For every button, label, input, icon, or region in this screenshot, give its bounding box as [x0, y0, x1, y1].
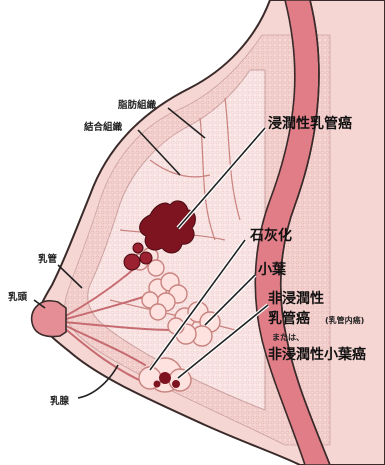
- label-non-invasive-line2: 乳管癌: [268, 310, 310, 327]
- label-non-invasive-note: (乳管内癌): [325, 315, 364, 325]
- label-mammary-gland: 乳腺: [50, 395, 70, 407]
- label-milk-duct: 乳管: [38, 253, 58, 265]
- label-connective-tissue: 結合組織: [84, 121, 123, 133]
- label-calcification: 石灰化: [249, 227, 292, 244]
- label-fat-tissue: 脂肪組織: [117, 99, 157, 111]
- label-lobule: 小葉: [258, 261, 287, 278]
- nipple: [32, 301, 66, 337]
- label-non-invasive-line1: 非浸潤性: [268, 290, 324, 307]
- label-invasive-ductal-carcinoma: 浸潤性乳管癌: [268, 115, 352, 132]
- label-nipple: 乳頭: [8, 291, 28, 303]
- label-or: または、: [272, 332, 304, 342]
- label-non-invasive-lobular: 非浸潤性小葉癌: [268, 346, 366, 363]
